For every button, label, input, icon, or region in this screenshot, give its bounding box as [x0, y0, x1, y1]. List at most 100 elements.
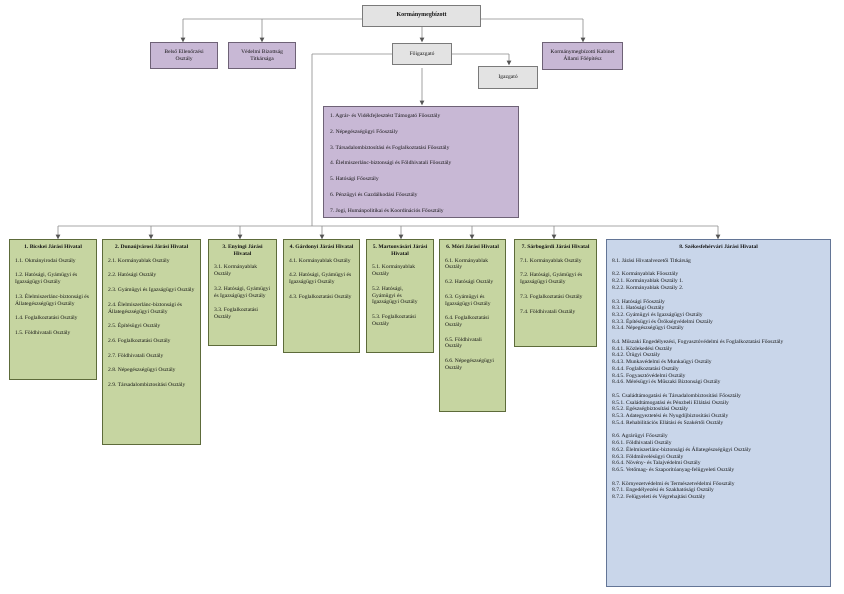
osztaly-item: 8.6.2. Élelmiszerlánc-biztonsági és Álla…	[612, 446, 752, 453]
osztaly-group: 8.4. Műszaki Engedélyezési, Fogyasztóvéd…	[612, 339, 825, 386]
osztaly-item: 8.5.1. Családtámogatási és Pénzbeli Ellá…	[612, 399, 729, 406]
osztaly-item: 5.1. Kormányablak Osztály	[372, 264, 416, 278]
foigazgato-box: Főigazgató	[392, 43, 452, 65]
kormanymegbizott-label: Kormánymegbízott	[396, 12, 447, 19]
osztaly-item: 2.6. Foglalkoztatási Osztály	[108, 337, 171, 344]
osztaly-item: 8.5.3. Adategyeztetési és Nyugdíjbiztosí…	[612, 413, 729, 420]
osztaly-item: 8.7.1. Engedélyezési és Szakhatósági Osz…	[612, 487, 714, 494]
belso-ellenorzesi-box: Belső Ellenőrzési Osztály	[150, 42, 218, 69]
foosztaly-heading: 8.6. Agrárügyi Főosztály	[612, 433, 668, 440]
jarasi-title: 4. Gárdonyi Járási Hivatal	[289, 244, 354, 250]
osztaly-item: 8.5.4. Rehabilitációs Ellátási és Szakér…	[612, 419, 724, 426]
osztaly-item: 8.3.3. Építésügyi és Örökségvédelmi Oszt…	[612, 318, 713, 325]
jarasi-hivatal-sarbogard: 7. Sárbogárdi Járási Hivatal 7.1. Kormán…	[514, 239, 597, 347]
jarasi-title: 8. Székesfehérvári Járási Hivatal	[679, 244, 758, 250]
szekesfehervar-groups: 8.1. Járási Hivatalvezetői Titkárság 8.2.…	[612, 258, 825, 501]
foosztaly-item: 2. Népegészségügyi Főosztály	[330, 128, 398, 135]
osztaly-item: 8.4.5. Fogyasztóvédelmi Osztály	[612, 372, 686, 379]
jarasi-title: 6. Móri Járási Hivatal	[446, 244, 499, 250]
jarasi-hivatal-szekesfehervar: 8. Székesfehérvári Járási Hivatal 8.1. J…	[606, 239, 831, 587]
foosztaly-heading: 8.3. Hatósági Főosztály	[612, 298, 665, 305]
osztaly-item: 8.4.2. Útügyi Osztály	[612, 352, 661, 359]
foosztaly-heading: 8.4. Műszaki Engedélyezési, Fogyasztóvéd…	[612, 339, 784, 346]
osztaly-item: 6.4. Foglalkoztatási Osztály	[445, 315, 489, 328]
vedelmi-bizottsag-box: Védelmi Bizottság Titkársága	[228, 42, 296, 69]
foosztaly-heading: 8.7. Környezetvédelmi és Természetvédelm…	[612, 480, 735, 487]
foosztaly-heading: 8.5. Családtámogatási és Társadalombizto…	[612, 392, 741, 399]
jarasi-hivatal-martonvasar: 5. Martonvásári Járási Hivatal 5.1. Korm…	[366, 239, 434, 353]
osztaly-item: 3.3. Foglalkoztatási Osztály	[214, 307, 258, 320]
osztaly-item: 4.2. Hatósági, Gyámügyi és Igazságügyi O…	[289, 272, 352, 286]
osztaly-item: 8.4.3. Munkavédelmi és Munkaügyi Osztály	[612, 359, 712, 366]
jarasi-title: 2. Dunaújvárosi Járási Hivatal	[114, 244, 189, 250]
osztaly-item: 2.9. Társadalombiztosítási Osztály	[108, 382, 186, 389]
osztaly-item: 1.4. Foglalkoztatási Osztály	[15, 315, 78, 322]
osztaly-item: 8.4.4. Foglalkoztatási Osztály	[612, 365, 679, 372]
osztaly-item: 8.3.2. Gyámügyi és Igazságügyi Osztály	[612, 311, 703, 318]
kabinet-label: Kormánymegbízotti Kabinet Állami Főépíté…	[550, 49, 615, 62]
osztaly-group: 8.5. Családtámogatási és Társadalombizto…	[612, 393, 825, 427]
osztaly-item: 6.6. Népegészségügyi Osztály	[445, 358, 494, 371]
foosztaly-heading: 8.2. Kormányablak Főosztály	[612, 271, 679, 278]
osztaly-item: 8.7.2. Felügyeleti és Végrehajtási Osztá…	[612, 494, 706, 501]
foosztaly-item: 1. Agrár- és Vidékfejlesztést Támogató F…	[330, 113, 441, 119]
jarasi-title: 5. Martonvásári Járási Hivatal	[372, 244, 428, 257]
osztaly-item: 7.2. Hatósági, Gyámügyi és Igazságügyi O…	[520, 272, 583, 286]
jarasi-title: 3. Enyingi Járási Hivatal	[222, 244, 263, 257]
osztaly-item: 5.3. Foglalkoztatási Osztály	[372, 313, 416, 327]
osztaly-item: 7.4. Földhivatali Osztály	[520, 308, 576, 315]
igazgato-label: Igazgató	[498, 74, 518, 81]
osztaly-item: 4.3. Foglalkoztatási Osztály	[289, 293, 352, 300]
jarasi-hivatal-mor: 6. Móri Járási Hivatal 6.1. Kormányablak…	[439, 239, 506, 412]
osztaly-item: 8.3.1. Hatósági Osztály	[612, 305, 665, 312]
osztaly-item: 5.2. Hatósági, Gyámügyi és Igazságügyi O…	[372, 285, 418, 306]
foosztaly-item: 5. Hatósági Főosztály	[330, 176, 379, 183]
belso-ellenorzesi-label: Belső Ellenőrzési Osztály	[164, 48, 204, 62]
osztaly-item: 8.4.1. Közlekedési Osztály	[612, 345, 673, 352]
jarasi-title: 1. Bicskei Járási Hivatal	[24, 244, 82, 250]
foigazgato-label: Főigazgató	[409, 50, 435, 57]
osztaly-item: 1.1. Okmányirodai Osztály	[15, 257, 76, 264]
osztaly-item: 8.6.1. Földhivatali Osztály	[612, 440, 672, 447]
foosztaly-heading: 8.1. Járási Hivatalvezetői Titkárság	[612, 257, 691, 264]
osztaly-item: 8.3.4. Népegészségügyi Osztály	[612, 325, 684, 332]
foosztaly-item: 3. Társadalombiztosítási és Foglalkoztat…	[330, 144, 450, 151]
jarasi-hivatal-dunaujvaros: 2. Dunaújvárosi Járási Hivatal 2.1. Korm…	[102, 239, 201, 445]
osztaly-group: 8.1. Járási Hivatalvezetői Titkárság	[612, 258, 825, 265]
osztaly-item: 8.2.1. Kormányablak Osztály 1.	[612, 278, 684, 285]
osztaly-item: 8.2.2. Kormányablak Osztály 2.	[612, 284, 684, 291]
osztaly-item: 2.8. Népegészségügyi Osztály	[108, 367, 176, 374]
osztaly-item: 6.2. Hatósági Osztály	[445, 279, 494, 286]
osztaly-item: 7.3. Foglalkoztatási Osztály	[520, 293, 583, 300]
foosztalyok-box: 1. Agrár- és Vidékfejlesztést Támogató F…	[323, 106, 519, 218]
jarasi-hivatal-bicske: 1. Bicskei Járási Hivatal 1.1. Okmányiro…	[9, 239, 97, 380]
osztaly-group: 8.7. Környezetvédelmi és Természetvédelm…	[612, 481, 825, 501]
igazgato-box: Igazgató	[478, 66, 538, 89]
osztaly-item: 8.6.4. Növény- és Talajvédelmi Osztály	[612, 460, 701, 467]
kabinet-box: Kormánymegbízotti Kabinet Állami Főépíté…	[542, 42, 623, 70]
osztaly-item: 3.1. Kormányablak Osztály	[214, 264, 258, 278]
jarasi-hivatal-enying: 3. Enyingi Járási Hivatal 3.1. Kormányab…	[208, 239, 277, 346]
osztaly-item: 2.1. Kormányablak Osztály	[108, 257, 170, 264]
osztaly-item: 8.6.5. Vetőmag- és Szaporítóanyag-felügy…	[612, 466, 735, 473]
osztaly-item: 2.3. Gyámügyi és Igazságügyi Osztály	[108, 287, 195, 294]
osztaly-item: 4.1. Kormányablak Osztály	[289, 257, 351, 264]
osztaly-item: 6.5. Földhivatali Osztály	[445, 336, 482, 350]
osztaly-item: 2.7. Földhivatali Osztály	[108, 352, 164, 359]
osztaly-item: 8.6.3. Földművelésügyi Osztály	[612, 453, 684, 460]
osztaly-item: 7.1. Kormányablak Osztály	[520, 257, 582, 264]
osztaly-item: 3.2. Hatósági, Gyámügyi és Igazságügyi O…	[214, 285, 271, 299]
foosztaly-item: 7. Jogi, Humánpolitikai és Koordinációs …	[330, 207, 444, 214]
foosztaly-item: 6. Pénzügyi és Gazdálkodási Főosztály	[330, 191, 418, 198]
osztaly-item: 8.5.2. Egészségbiztosítási Osztály	[612, 406, 688, 413]
osztaly-item: 8.4.6. Mérésügyi és Műszaki Biztonsági O…	[612, 379, 721, 386]
osztaly-item: 2.4. Élelmiszerlánc-biztonsági és Állate…	[108, 301, 182, 315]
jarasi-title: 7. Sárbogárdi Járási Hivatal	[521, 244, 590, 250]
osztaly-item: 1.2. Hatósági, Gyámügyi és Igazságügyi O…	[15, 272, 78, 286]
osztaly-item: 6.3. Gyámügyi és Igazságügyi Osztály	[445, 293, 491, 307]
osztaly-item: 1.3. Élelmiszerlánc-biztonsági és Állate…	[15, 293, 89, 307]
osztaly-item: 2.5. Építésügyi Osztály	[108, 323, 161, 330]
vedelmi-bizottsag-label: Védelmi Bizottság Titkársága	[241, 48, 283, 62]
